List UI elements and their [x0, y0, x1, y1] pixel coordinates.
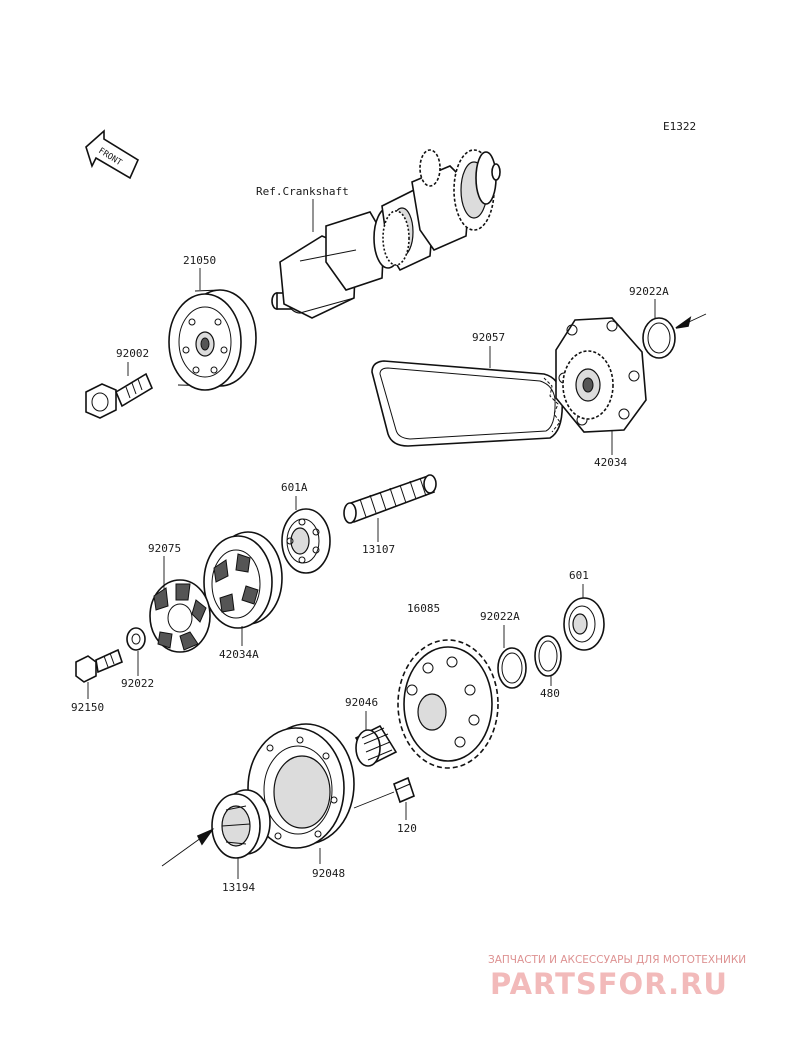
part-label-92057: 92057 [472, 331, 505, 344]
part-label-120: 120 [397, 822, 417, 835]
part-120-stud [353, 776, 415, 809]
part-label-601: 601 [569, 569, 589, 582]
part-label-92046: 92046 [345, 696, 378, 709]
part-label-21050: 21050 [183, 254, 216, 267]
part-label-92075: 92075 [148, 542, 181, 555]
part-label-92150: 92150 [71, 701, 104, 714]
part-13194-hub [161, 789, 271, 867]
part-label-480: 480 [540, 687, 560, 700]
part-92046-needle-bearing [354, 724, 398, 767]
part-label-92048: 92048 [312, 867, 345, 880]
part-92022A-ring-top [642, 313, 707, 359]
crankshaft-ref-label: Ref.Crankshaft [256, 185, 349, 198]
part-label-16085: 16085 [407, 602, 440, 615]
part-21050-rotor [168, 289, 257, 391]
part-92150-bolt [75, 648, 123, 683]
part-92075-rubber [149, 579, 211, 653]
watermark-logo: PARTSFOR.RU [490, 967, 728, 1001]
watermark-tagline: ЗАПЧАСТИ И АКСЕССУАРЫ ДЛЯ МОТОТЕХНИКИ [488, 954, 746, 966]
front-arrow-icon: FRONT [85, 129, 140, 180]
part-label-92002: 92002 [116, 347, 149, 360]
watermark: ЗАПЧАСТИ И АКСЕССУАРЫ ДЛЯ МОТОТЕХНИКИ PA… [488, 954, 746, 1001]
diagram-code: E1322 [663, 120, 696, 133]
part-13107-shaft [343, 474, 437, 524]
part-label-42034: 42034 [594, 456, 627, 469]
part-16085-gear [397, 639, 499, 769]
part-label-92022A-mid: 92022A [480, 610, 520, 623]
part-92022A-ring-mid [497, 647, 527, 689]
part-92057-chain [371, 360, 564, 447]
part-480-circlip [534, 635, 562, 677]
part-label-13194: 13194 [222, 881, 255, 894]
part-92002-bolt [85, 372, 154, 419]
part-label-13107: 13107 [362, 543, 395, 556]
part-601-bearing [563, 597, 605, 651]
part-92022-washer [126, 627, 146, 651]
crankshaft [271, 149, 501, 319]
part-label-601A: 601A [281, 481, 308, 494]
part-92048-housing [247, 723, 355, 849]
part-label-92022: 92022 [121, 677, 154, 690]
part-601A-bearing [281, 508, 331, 574]
part-42034A-damper [203, 531, 283, 629]
part-42034-sprocket [555, 317, 647, 433]
part-label-42034A: 42034A [219, 648, 259, 661]
part-label-92022A-top: 92022A [629, 285, 669, 298]
